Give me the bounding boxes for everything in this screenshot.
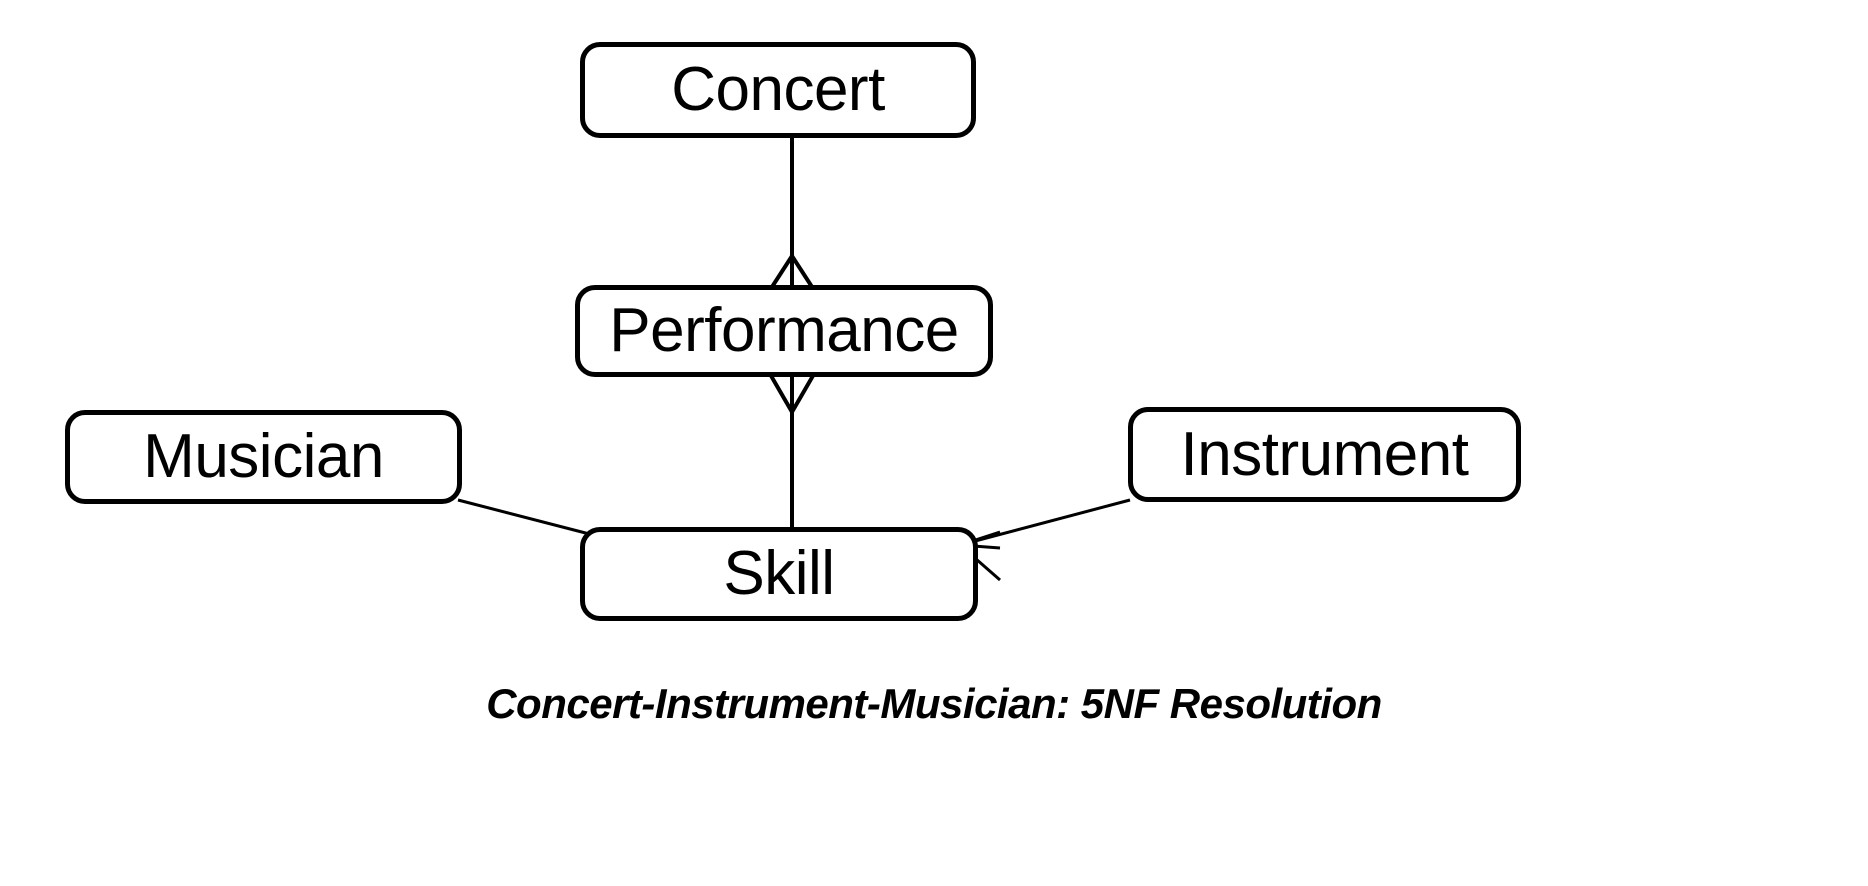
entity-box-instrument[interactable]: Instrument [1128,407,1521,502]
entity-label-performance: Performance [609,296,959,365]
entity-label-concert: Concert [671,55,885,124]
crowsfoot-concert-performance [768,254,816,292]
entity-box-musician[interactable]: Musician [65,410,462,504]
entity-box-performance[interactable]: Performance [575,285,993,377]
diagram-caption: Concert-Instrument-Musician: 5NF Resolut… [486,680,1382,727]
entity-box-concert[interactable]: Concert [580,42,976,138]
connector-instrument-skill [959,498,1131,547]
entity-label-skill: Skill [723,539,835,608]
crowsfoot-performance-skill [768,372,816,414]
entity-label-instrument: Instrument [1180,419,1469,489]
entity-label-musician: Musician [143,422,384,491]
entity-box-skill[interactable]: Skill [580,527,978,621]
